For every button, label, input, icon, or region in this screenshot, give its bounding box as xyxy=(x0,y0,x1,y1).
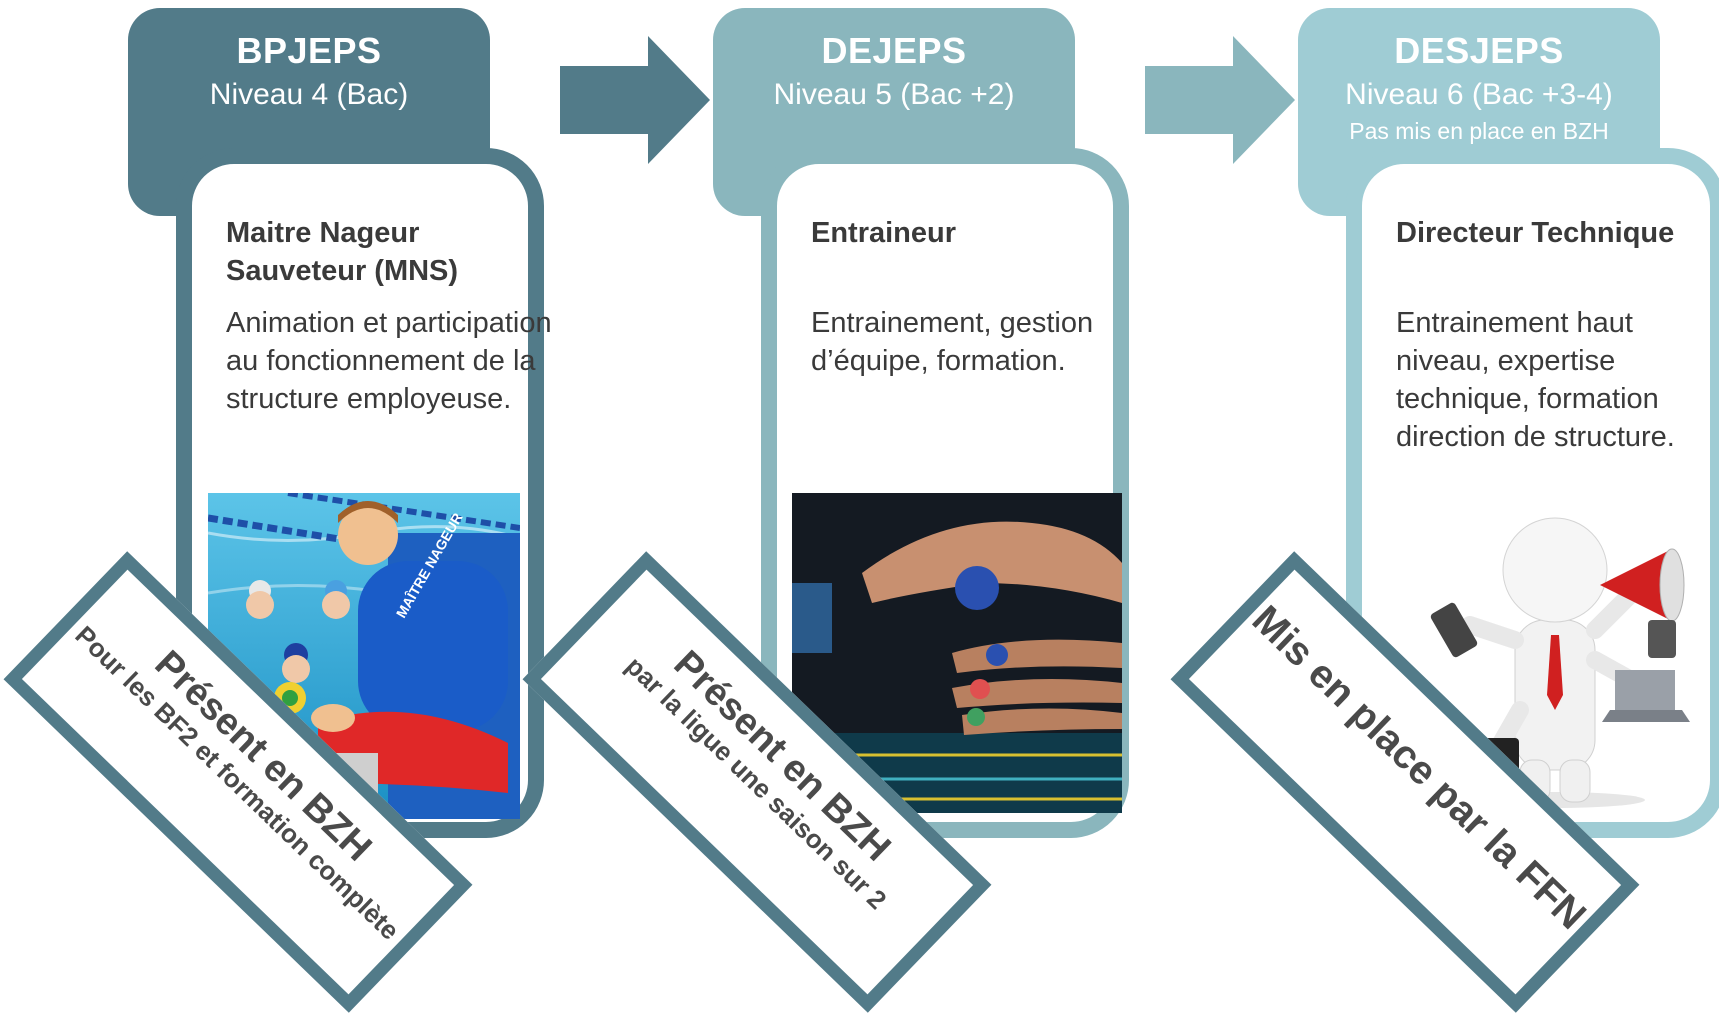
diploma-level: Niveau 4 (Bac) xyxy=(209,78,409,111)
diploma-title: DESJEPS xyxy=(1394,30,1564,71)
diploma-level: Niveau 6 (Bac +3-4) xyxy=(1345,78,1613,111)
arrow-right-icon xyxy=(1145,36,1295,164)
role-title: Entraineur xyxy=(811,217,957,249)
role-description: Animation et participation au fonctionne… xyxy=(226,307,552,415)
role-title: Maitre Nageur Sauveteur (MNS) xyxy=(226,217,459,287)
column-bpjeps: BPJEPS Niveau 4 (Bac) Maitre Nageur Sauv… xyxy=(0,0,552,1013)
diploma-level: Niveau 5 (Bac +2) xyxy=(773,78,1015,111)
column-desjeps: DESJEPS Niveau 6 (Bac +3-4) Pas mis en p… xyxy=(1170,0,1719,1013)
diploma-title: BPJEPS xyxy=(236,30,382,71)
diploma-title: DEJEPS xyxy=(821,30,967,71)
role-title: Directeur Technique xyxy=(1396,217,1675,249)
busy-manager-illustration xyxy=(1420,510,1690,810)
arrow-right-icon xyxy=(560,36,710,164)
column-dejeps: DEJEPS Niveau 5 (Bac +2) Entraineur Entr… xyxy=(522,0,1129,1013)
lifeguard-photo: MAÎTRE NAGEUR xyxy=(208,493,520,819)
role-description: Entrainement, gestion d’équipe, formatio… xyxy=(811,307,1094,377)
diploma-note: Pas mis en place en BZH xyxy=(1349,118,1609,144)
role-description: Entrainement haut niveau, expertise tech… xyxy=(1396,307,1675,453)
